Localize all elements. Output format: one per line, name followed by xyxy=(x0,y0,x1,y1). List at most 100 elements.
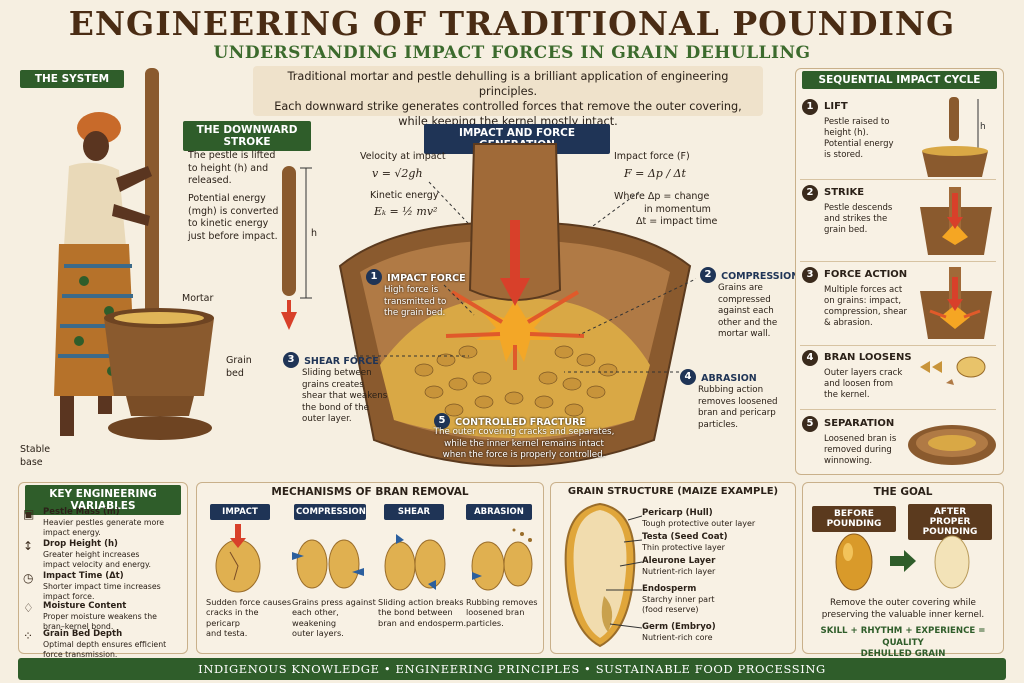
text-line: AFTER PROPER xyxy=(929,507,971,527)
woman-pounding-illustration xyxy=(54,68,214,440)
system-tag: THE SYSTEM xyxy=(20,70,124,88)
text-line: particles. xyxy=(466,617,504,628)
variable-title: Moisture Content xyxy=(43,601,127,611)
text-line: force transmission. xyxy=(43,649,118,659)
step-text: Outer layers crack and loosen from the k… xyxy=(824,368,902,401)
divider xyxy=(800,345,996,346)
after-label: AFTER PROPER POUNDING xyxy=(908,504,992,540)
cycle-panel: SEQUENTIAL IMPACT CYCLE 1 LIFT Pestle ra… xyxy=(795,68,1004,475)
text-line: Sliding action breaks xyxy=(378,597,464,607)
text-line: when the force is properly controlled. xyxy=(442,450,606,460)
text-line: & abrasion. xyxy=(824,318,873,328)
text-line: Outer layers crack xyxy=(824,368,903,378)
text-line: Where Δp = change xyxy=(614,191,710,202)
text-line: other and the xyxy=(718,317,778,328)
falling-pestle-illustration xyxy=(281,166,312,330)
text-line: bran–kernel bond. xyxy=(43,621,114,631)
text-line: Rubbing action xyxy=(698,385,764,395)
variable-text: Heavier pestles generate more impact ene… xyxy=(43,518,164,537)
weight-icon: ▣ xyxy=(23,507,35,521)
variable-text: Shorter impact time increases impact for… xyxy=(43,582,161,601)
text-line: impact energy. xyxy=(43,527,101,537)
text-line: SKILL + RHYTHM + EXPERIENCE = QUALITY xyxy=(820,626,986,648)
stable-label-2: base xyxy=(20,457,43,468)
badge-2: 2 xyxy=(700,266,716,283)
mortar-cross-section xyxy=(338,143,696,467)
text-line: winnowing. xyxy=(824,456,873,466)
mechanism-illustrations xyxy=(215,524,533,593)
structure-title: Endosperm xyxy=(642,584,697,594)
arrow-right-icon xyxy=(904,550,916,572)
text-line: grains creates xyxy=(302,379,364,390)
step-badge: 1 xyxy=(802,99,818,115)
text-line: on grains: impact, xyxy=(824,296,902,306)
step-text: Pestle descends and strikes the grain be… xyxy=(824,203,892,236)
page-title: ENGINEERING OF TRADITIONAL POUNDING xyxy=(68,4,956,43)
structure-title: Aleurone Layer xyxy=(642,556,716,566)
text-line: Grains are xyxy=(718,283,763,293)
text-line: is stored. xyxy=(824,150,864,160)
impact-item-title: CONTROLLED FRACTURE xyxy=(455,417,586,428)
step-title: STRIKE xyxy=(824,187,865,198)
text-line: Potential energy xyxy=(824,139,894,149)
text-line: released. xyxy=(188,175,232,186)
text-line: Shorter impact time increases xyxy=(43,582,161,591)
structure-text: Tough protective outer layer xyxy=(642,519,756,528)
text-line: just before impact. xyxy=(188,230,278,242)
maize-kernel-cross-section xyxy=(564,502,642,648)
strike-illustration xyxy=(920,187,992,255)
text-line: height (h). xyxy=(824,128,869,138)
structure-title: Pericarp (Hull) xyxy=(642,508,713,518)
text-line: Grains press against xyxy=(292,597,376,607)
where-text: Where Δp = change in momentum Δt = impac… xyxy=(614,191,717,229)
text-line: transmitted to xyxy=(384,296,447,307)
goal-text: Remove the outer covering while preservi… xyxy=(802,598,1004,621)
variable-text: Optimal depth ensures efficient force tr… xyxy=(43,640,166,659)
force-label: Impact force (F) xyxy=(614,151,690,162)
impact-item-text: Rubbing action removes loosened bran and… xyxy=(698,385,778,431)
goal-slogan: SKILL + RHYTHM + EXPERIENCE = QUALITY DE… xyxy=(802,626,1004,661)
text-line: Δt = impact time xyxy=(636,216,718,227)
impact-arrow-icon xyxy=(500,278,530,306)
force-action-illustration xyxy=(920,267,992,339)
impact-item-title: IMPACT FORCE xyxy=(387,273,466,284)
text-line: DEHULLED GRAIN xyxy=(860,649,946,659)
text-line: the bond between xyxy=(378,607,453,618)
text-line: Starchy inner part xyxy=(642,595,715,604)
step-text: Loosened bran is removed during winnowin… xyxy=(824,434,896,467)
text-line: while the inner kernel remains intact xyxy=(444,438,604,449)
text-line: Multiple forces act xyxy=(824,285,903,295)
step-title: FORCE ACTION xyxy=(824,269,908,280)
text-line: The pestle is lifted xyxy=(188,150,276,161)
text-line: cracks in the pericarp xyxy=(206,607,259,628)
downward-tag: THE DOWNWARD STROKE xyxy=(183,121,311,151)
variables-tag: KEY ENGINEERING VARIABLES xyxy=(25,485,181,515)
structure-text: Nutrient-rich layer xyxy=(642,567,716,576)
text-line: outer layer. xyxy=(302,414,352,424)
step-text: Pestle raised to height (h). Potential e… xyxy=(824,117,894,161)
structure-text: Starchy inner part (food reserve) xyxy=(642,595,715,615)
variables-panel: KEY ENGINEERING VARIABLES ▣ Pestle Mass … xyxy=(18,482,188,659)
impact-item-title: COMPRESSION xyxy=(721,271,800,282)
clock-icon: ◷ xyxy=(23,571,34,585)
mechanism-text: Grains press against each other, weakeni… xyxy=(292,597,382,638)
text-line: particles. xyxy=(698,419,739,430)
variable-title: Drop Height (h) xyxy=(43,539,118,549)
divider xyxy=(800,409,996,410)
text-line: to height (h) and xyxy=(188,162,269,174)
stable-label-1: Stable xyxy=(20,444,51,455)
droplet-icon: ♢ xyxy=(23,601,34,615)
text-line: preserving the valuable inner kernel. xyxy=(821,609,985,620)
text-line: compression, shear xyxy=(824,307,908,317)
variable-title: Impact Time (Δt) xyxy=(43,571,124,581)
text-line: Pestle raised to xyxy=(824,117,890,127)
text-line: to kinetic energy xyxy=(188,218,269,229)
text-line: Rubbing removes xyxy=(466,597,538,607)
grain-bed-icon: ⁘ xyxy=(23,629,34,643)
text-line: the bond of the xyxy=(302,402,370,413)
force-equation: F = Δp / Δt xyxy=(624,167,686,180)
text-line: outer layers. xyxy=(292,627,344,638)
mechanism-label-impact: IMPACT xyxy=(210,504,270,520)
structure-title: Testa (Seed Coat) xyxy=(642,532,728,542)
impact-item-2: 2 COMPRESSION xyxy=(700,264,799,283)
